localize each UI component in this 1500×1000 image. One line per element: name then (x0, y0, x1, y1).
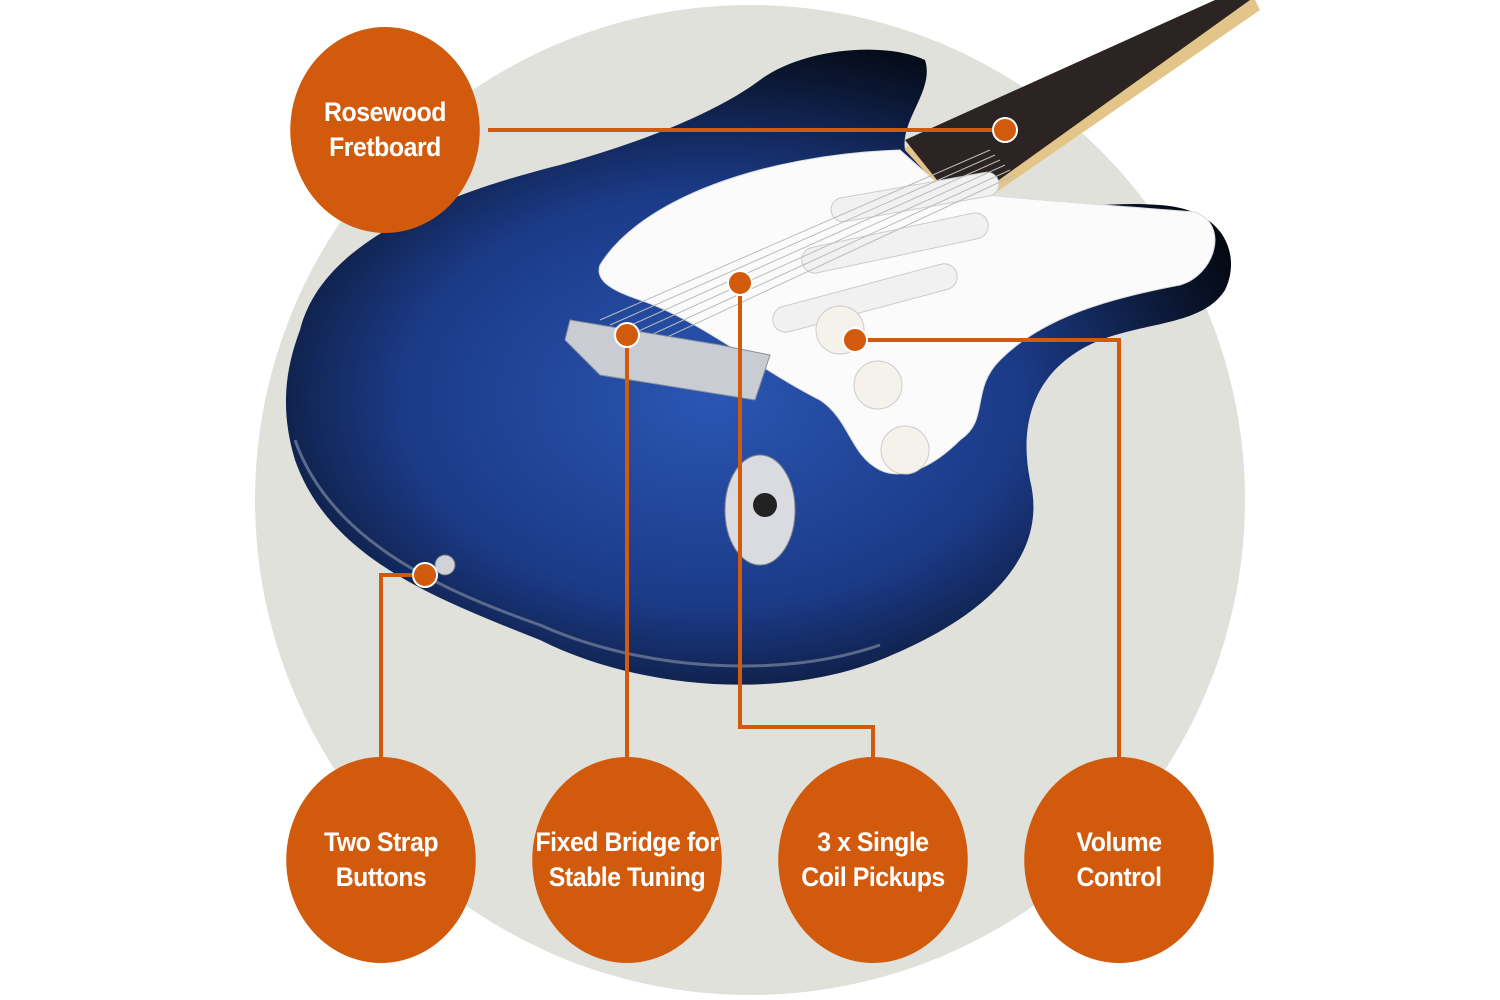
callout-label: Volume Control (1076, 827, 1162, 892)
callout-volume-control: Volume Control (1024, 757, 1214, 963)
callout-strap-buttons: Two Strap Buttons (286, 757, 476, 963)
callout-rosewood-fretboard: Rosewood Fretboard (290, 27, 480, 233)
strings (599, 149, 1016, 346)
leader-lines (379, 128, 1121, 757)
callout-label: Two Strap Buttons (323, 827, 439, 892)
callout-label: Rosewood Fretboard (324, 97, 446, 162)
callout-fixed-bridge: Fixed Bridge for Stable Tuning (532, 757, 722, 963)
fretboard (905, 0, 1250, 190)
callout-single-coil-pickups: 3 x Single Coil Pickups (778, 757, 968, 963)
strap-button (434, 554, 456, 576)
leader-dots (412, 117, 1018, 588)
callout-label: 3 x Single Coil Pickups (801, 827, 945, 892)
callout-label: Fixed Bridge for Stable Tuning (535, 827, 719, 892)
body-edge-highlight (293, 439, 881, 668)
